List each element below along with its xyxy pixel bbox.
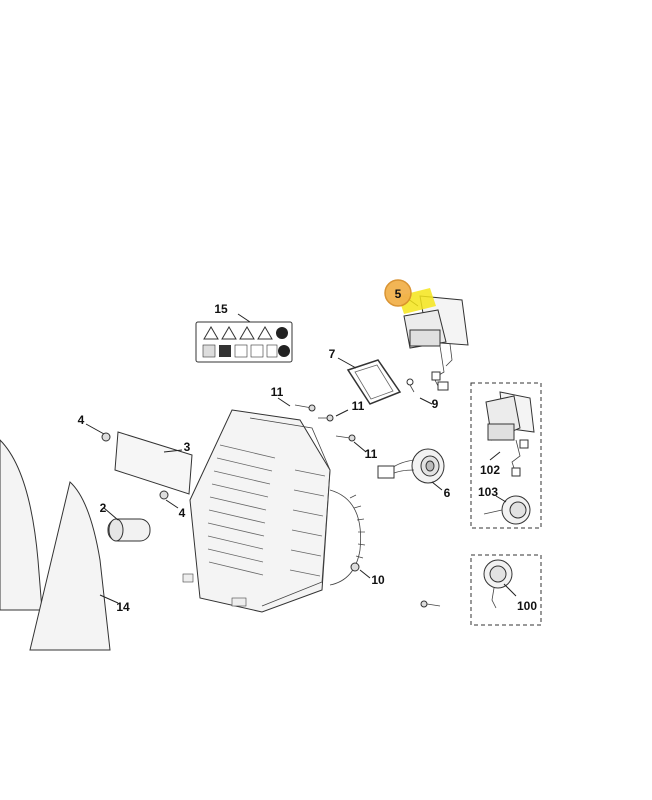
callout-3: 3	[184, 440, 191, 454]
callout-2: 2	[100, 501, 107, 515]
ground-terminal-part	[406, 378, 433, 405]
callout-7: 7	[329, 347, 336, 361]
motor-part	[377, 448, 445, 491]
screw-10-part	[350, 562, 371, 579]
callout-9: 9	[432, 397, 439, 411]
cover-plate-part	[85, 423, 193, 509]
callout-103: 103	[478, 485, 498, 499]
alternative-kit-box	[470, 382, 542, 529]
callout-15: 15	[214, 302, 228, 316]
callout-4b: 4	[179, 506, 186, 520]
housing-slats	[207, 444, 326, 577]
callout-102: 102	[480, 463, 500, 477]
callout-4a: 4	[78, 413, 85, 427]
highlight-marker	[384, 279, 436, 314]
capacitor-part	[103, 507, 151, 542]
callout-10: 10	[371, 573, 385, 587]
callout-11c: 11	[365, 447, 378, 461]
gasket-part	[337, 357, 402, 405]
callout-100: 100	[517, 599, 537, 613]
callout-11b: 11	[352, 399, 365, 413]
callout-5: 5	[395, 287, 402, 301]
switch-assembly-part	[403, 295, 469, 391]
screw-parts	[277, 397, 367, 453]
screw-bottom-part	[420, 600, 441, 608]
callout-11a: 11	[271, 385, 284, 399]
side-panel-part	[0, 439, 119, 651]
callout-14: 14	[116, 600, 130, 614]
callout-6: 6	[444, 486, 451, 500]
kit-100-box	[470, 554, 542, 626]
warning-label-part	[195, 313, 293, 363]
main-housing-part	[182, 409, 366, 613]
